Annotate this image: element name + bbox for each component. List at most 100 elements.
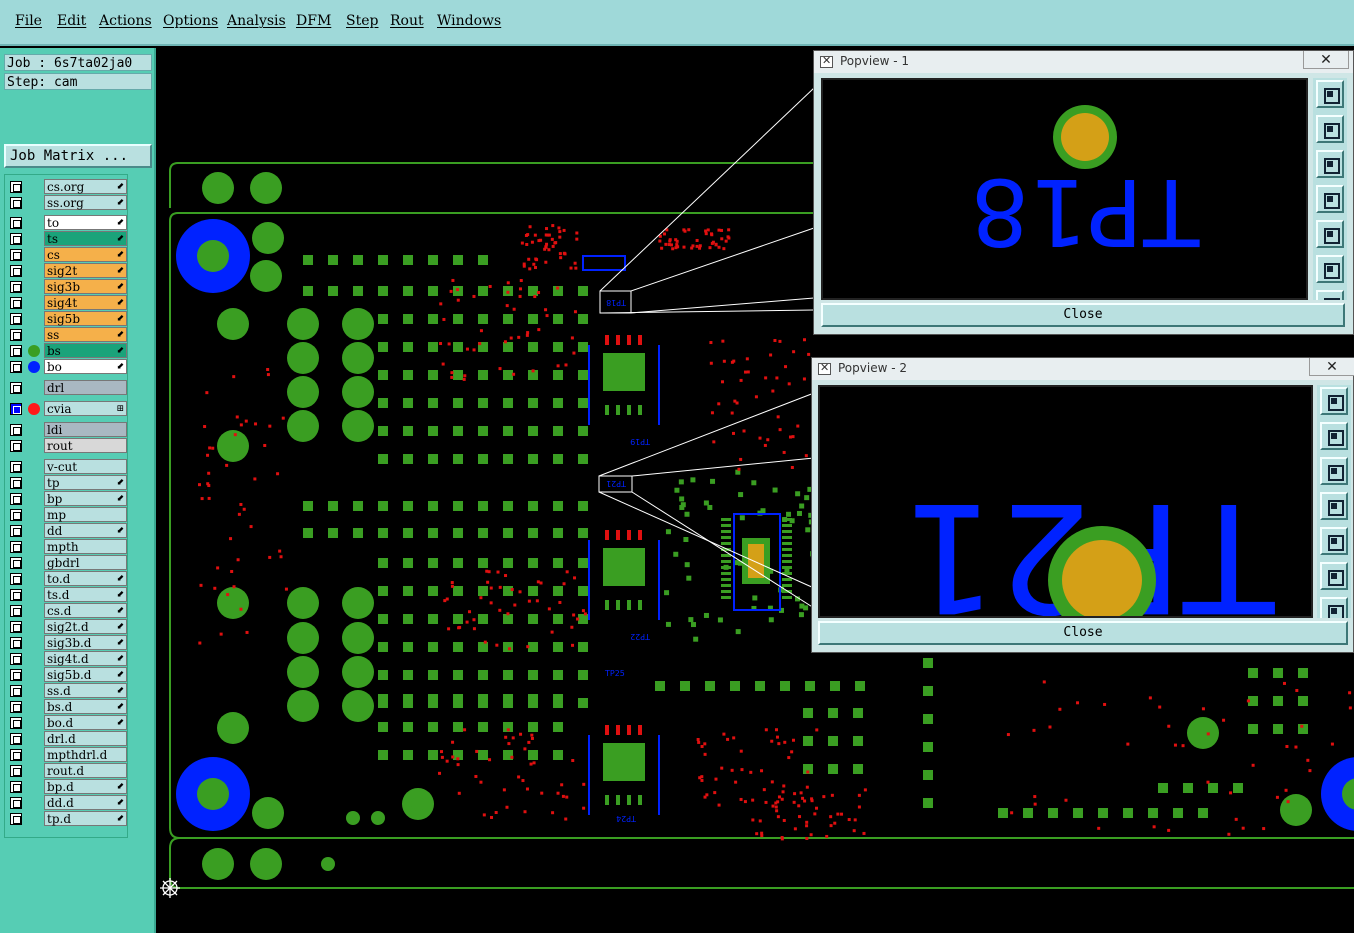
layer-checkbox[interactable] [10,509,22,521]
layer-name[interactable]: ts⬋ [44,231,127,246]
layer-name[interactable]: bs⬋ [44,343,127,358]
layer-checkbox[interactable] [10,573,22,585]
popview-2-window[interactable]: Popview - 2 ✕ TP21 Close [811,357,1354,653]
layer-checkbox[interactable] [10,701,22,713]
popview-2-close-button[interactable]: Close [818,621,1348,645]
popview-1-window[interactable]: Popview - 1 ✕ TP18 Close [813,50,1354,335]
layer-checkbox[interactable] [10,329,22,341]
layer-row-to-d[interactable]: to.d⬋ [8,571,128,586]
menu-analysis[interactable]: Analysis [227,13,286,29]
layer-row-cs-org[interactable]: cs.org⬋ [8,179,128,194]
pan-left-icon[interactable] [1316,185,1344,213]
layer-checkbox[interactable] [10,424,22,436]
layer-row-sig2t[interactable]: sig2t⬋ [8,263,128,278]
layer-row-mp[interactable]: mp [8,507,128,522]
pan-up-icon[interactable] [1320,422,1348,450]
layer-row-drl[interactable]: drl [8,380,128,395]
layer-name[interactable]: tp⬋ [44,475,127,490]
layer-row-tp-d[interactable]: tp.d⬋ [8,811,128,826]
layer-row-sig3b-d[interactable]: sig3b.d⬋ [8,635,128,650]
layer-checkbox[interactable] [10,382,22,394]
layer-row-ss-d[interactable]: ss.d⬋ [8,683,128,698]
zoom-tool-icon[interactable] [1316,80,1344,108]
layer-name[interactable]: bp⬋ [44,491,127,506]
layer-name[interactable]: mp [44,507,127,522]
layer-checkbox[interactable] [10,249,22,261]
layer-row-gbdrl[interactable]: gbdrl [8,555,128,570]
layer-row-dd[interactable]: dd⬋ [8,523,128,538]
menu-edit[interactable]: Edit [57,13,87,29]
layer-name[interactable]: dd⬋ [44,523,127,538]
layer-name[interactable]: bo.d⬋ [44,715,127,730]
menu-step[interactable]: Step [346,13,379,29]
job-matrix-button[interactable]: Job Matrix ... [4,144,152,168]
layer-row-sig4t[interactable]: sig4t⬋ [8,295,128,310]
menu-windows[interactable]: Windows [437,13,502,29]
extra-tool-icon[interactable] [1320,597,1348,618]
zoom-tool-icon[interactable] [1320,387,1348,415]
layer-checkbox[interactable] [10,749,22,761]
layer-checkbox[interactable] [10,197,22,209]
layer-row-cs[interactable]: cs⬋ [8,247,128,262]
layer-row-cvia[interactable]: cvia⊞ [8,401,128,416]
layer-checkbox[interactable] [10,557,22,569]
layer-row-bs[interactable]: bs⬋ [8,343,128,358]
layer-checkbox[interactable] [10,765,22,777]
menu-options[interactable]: Options [163,13,219,29]
layer-name[interactable]: rout [44,438,127,453]
layer-name[interactable]: drl [44,380,127,395]
menu-actions[interactable]: Actions [99,13,152,29]
layer-row-rout[interactable]: rout [8,438,128,453]
layer-checkbox[interactable] [10,621,22,633]
layer-name[interactable]: sig2t⬋ [44,263,127,278]
layer-name[interactable]: bp.d⬋ [44,779,127,794]
layer-checkbox[interactable] [10,403,22,415]
popview-1-titlebar[interactable]: Popview - 1 [814,51,1353,73]
layer-checkbox[interactable] [10,685,22,697]
layer-checkbox[interactable] [10,605,22,617]
layer-row-ss-org[interactable]: ss.org⬋ [8,195,128,210]
layer-checkbox[interactable] [10,217,22,229]
layer-row-bp[interactable]: bp⬋ [8,491,128,506]
layer-checkbox[interactable] [10,797,22,809]
layer-row-sig4t-d[interactable]: sig4t.d⬋ [8,651,128,666]
layer-name[interactable]: to.d⬋ [44,571,127,586]
pan-down-icon[interactable] [1320,457,1348,485]
layer-name[interactable]: cs⬋ [44,247,127,262]
popview-2-titlebar[interactable]: Popview - 2 [812,358,1353,380]
layer-name[interactable]: cvia⊞ [44,401,127,416]
layer-checkbox[interactable] [10,361,22,373]
layer-checkbox[interactable] [10,637,22,649]
layer-row-sig2t-d[interactable]: sig2t.d⬋ [8,619,128,634]
layer-checkbox[interactable] [10,297,22,309]
popview-2-viewport[interactable]: TP21 [818,385,1313,618]
layer-checkbox[interactable] [10,281,22,293]
layer-row-ldi[interactable]: ldi [8,422,128,437]
fit-icon[interactable] [1316,255,1344,283]
layer-row-sig5b[interactable]: sig5b⬋ [8,311,128,326]
layer-checkbox[interactable] [10,653,22,665]
menu-file[interactable]: File [15,13,42,29]
layer-name[interactable]: v-cut [44,459,127,474]
layer-name[interactable]: bo⬋ [44,359,127,374]
layer-checkbox[interactable] [10,733,22,745]
close-icon[interactable]: ✕ [1303,51,1349,69]
layer-row-bo-d[interactable]: bo.d⬋ [8,715,128,730]
layer-checkbox[interactable] [10,781,22,793]
layer-checkbox[interactable] [10,669,22,681]
layer-row-bp-d[interactable]: bp.d⬋ [8,779,128,794]
layer-name[interactable]: ldi [44,422,127,437]
layer-row-dd-d[interactable]: dd.d⬋ [8,795,128,810]
layer-name[interactable]: sig2t.d⬋ [44,619,127,634]
layer-checkbox[interactable] [10,717,22,729]
fit-icon[interactable] [1320,562,1348,590]
layer-row-to[interactable]: to⬋ [8,215,128,230]
layer-name[interactable]: tp.d⬋ [44,811,127,826]
layer-row-ts[interactable]: ts⬋ [8,231,128,246]
layer-row-rout-d[interactable]: rout.d [8,763,128,778]
menu-rout[interactable]: Rout [390,13,424,29]
layer-name[interactable]: rout.d [44,763,127,778]
layer-name[interactable]: cs.org⬋ [44,179,127,194]
layer-name[interactable]: ss.org⬋ [44,195,127,210]
layer-name[interactable]: drl.d [44,731,127,746]
